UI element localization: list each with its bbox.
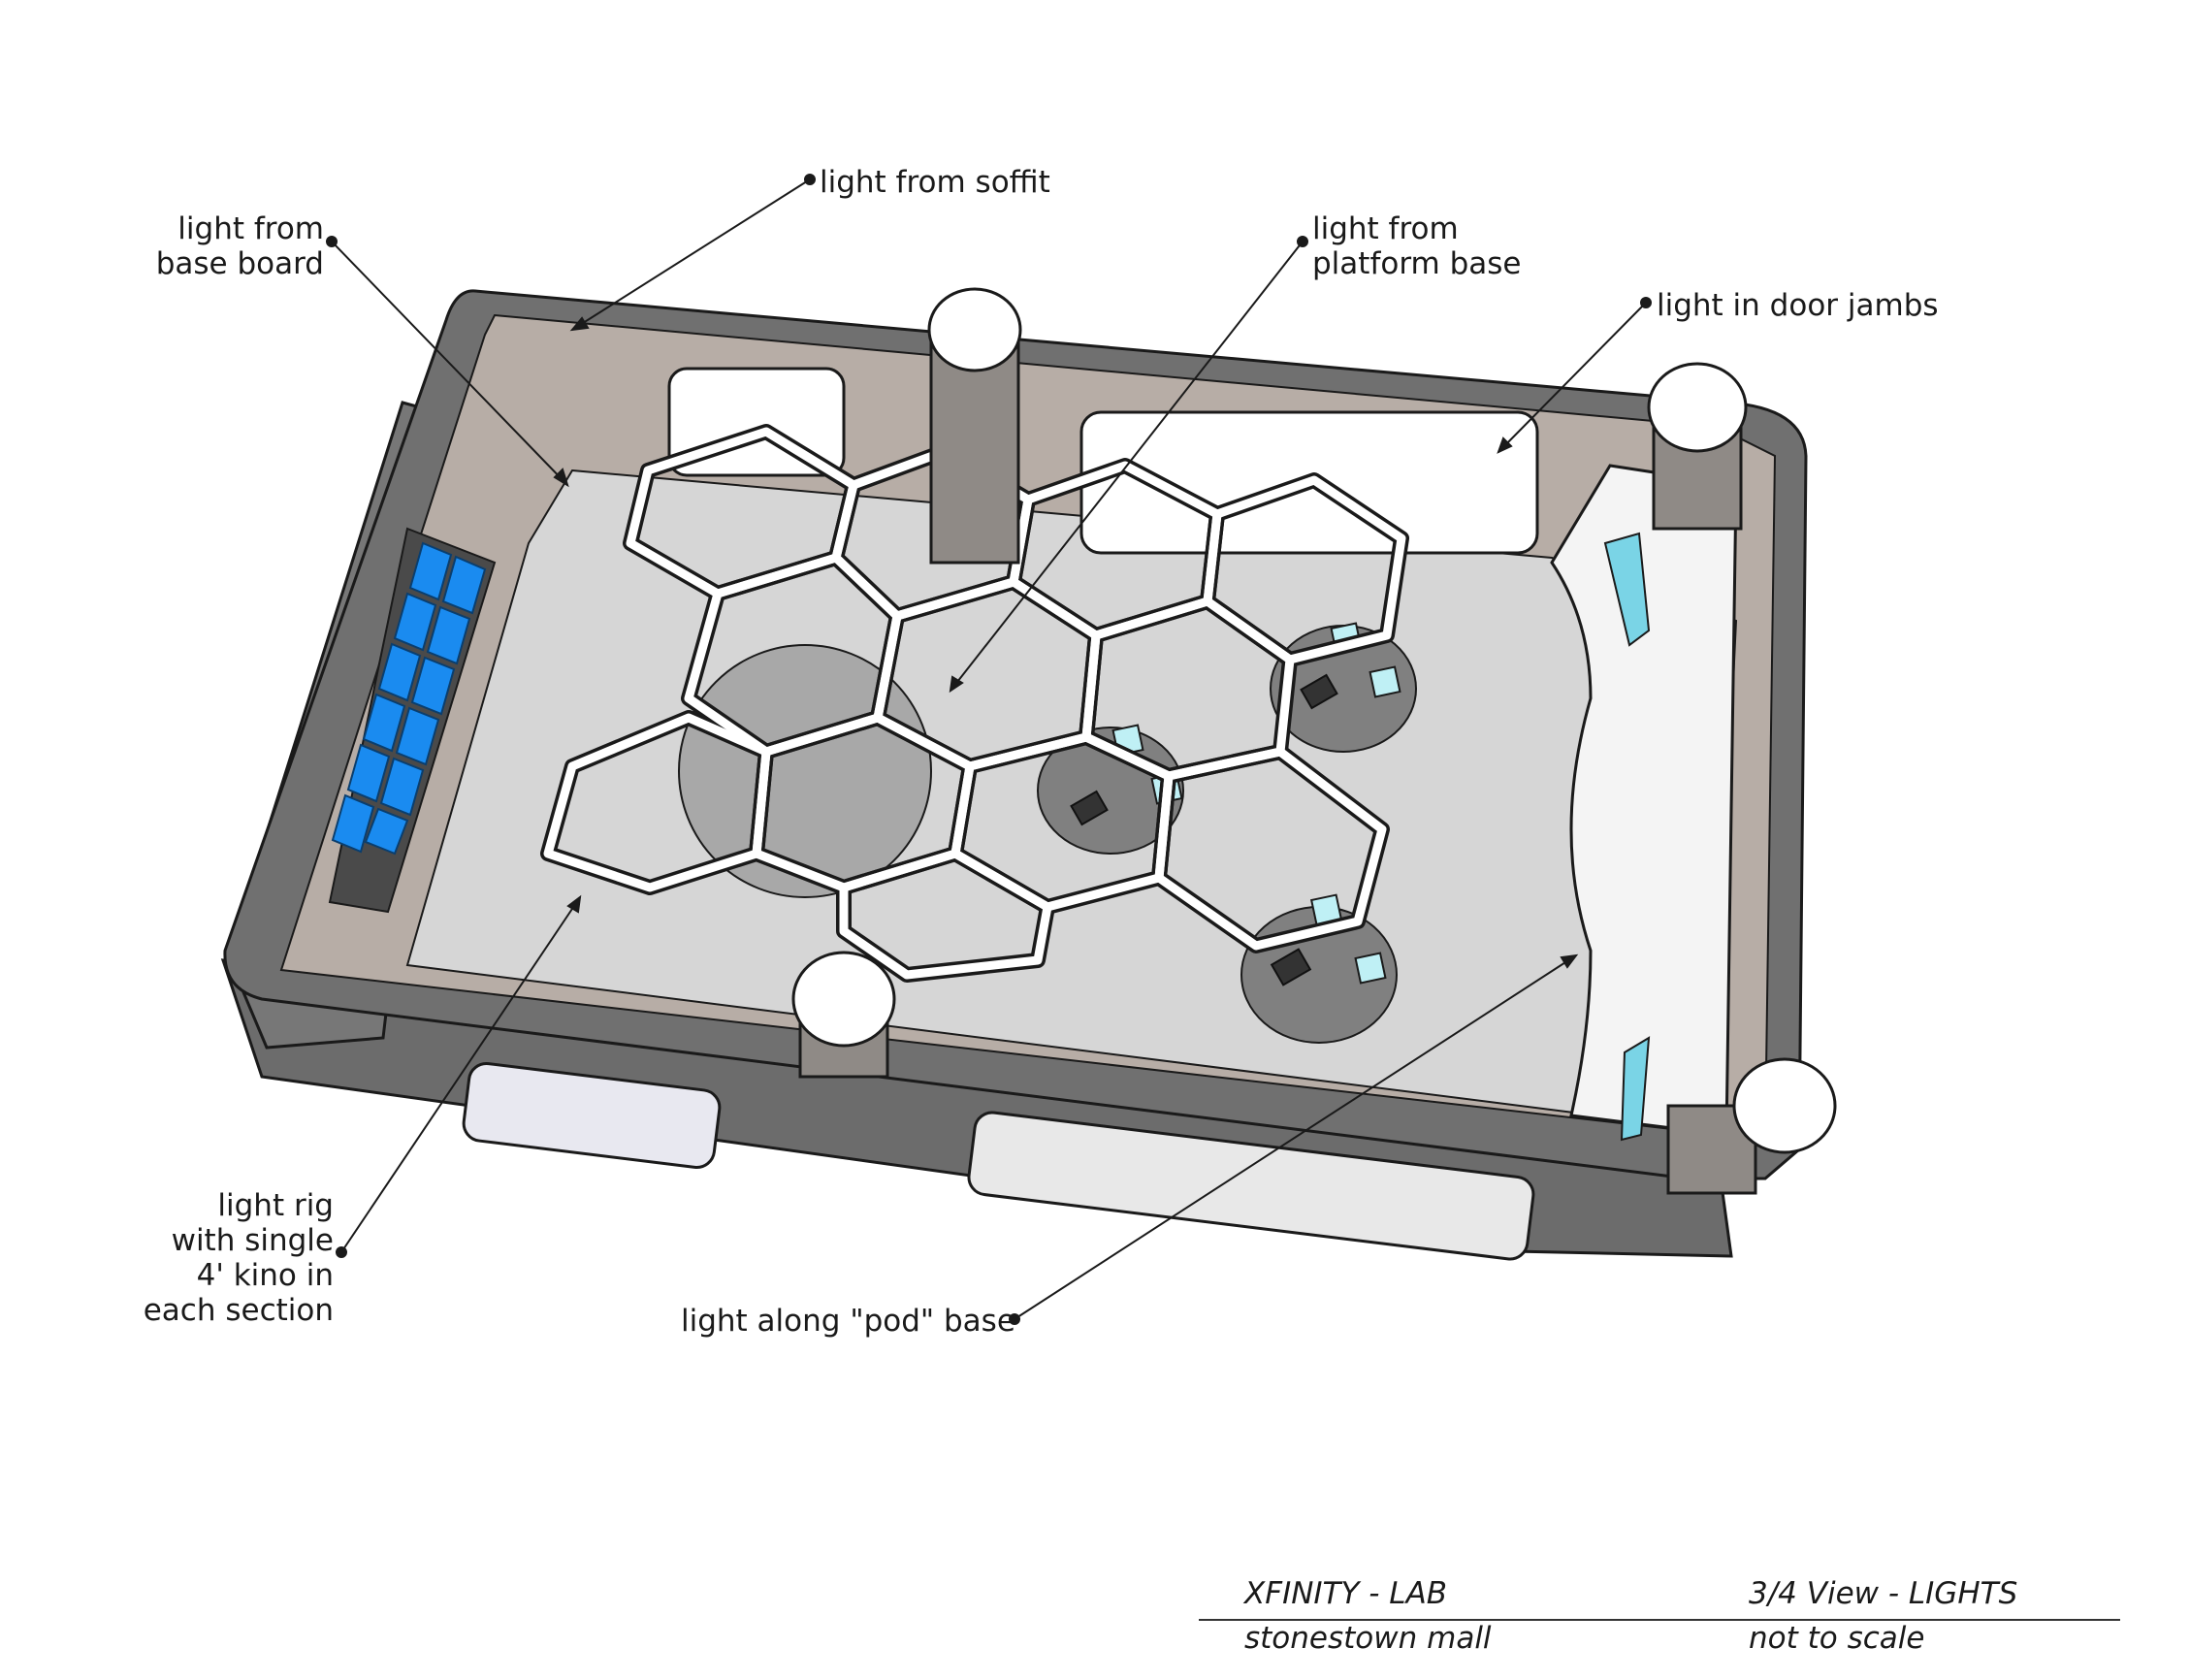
callout-light-rig-line-1: light rig [217, 1188, 334, 1223]
laptops [1070, 673, 1338, 986]
callout-pod-base: light along "pod" base [681, 1304, 1015, 1339]
column-back-left [927, 287, 1022, 565]
callout-base-board-line-2: base board [155, 246, 324, 281]
leader-lines [326, 174, 1652, 1325]
callout-door-jambs: light in door jambs [1657, 288, 1939, 323]
title-block-scale: not to scale [1749, 1621, 1925, 1656]
kiosk-screen-top [1603, 532, 1651, 647]
title-block-location: stonestown mall [1244, 1621, 1492, 1656]
light-rig [540, 424, 1409, 983]
title-block-rule [1199, 1619, 2120, 1621]
front-window-left [462, 1062, 722, 1169]
callout-light-rig: light rig with single 4' kino in each se… [97, 1188, 334, 1328]
kiosk-screen-bottom [1620, 1036, 1651, 1142]
front-window-right [967, 1111, 1535, 1261]
callout-light-rig-line-4: each section [143, 1293, 334, 1328]
columns [791, 287, 1837, 1195]
title-block-view: 3/4 View - LIGHTS [1749, 1576, 2018, 1611]
callout-platform-base: light from platform base [1312, 211, 1521, 281]
callout-soffit: light from soffit [820, 165, 1050, 200]
platform [678, 644, 932, 898]
column-front-left [791, 951, 896, 1079]
callout-light-rig-line-2: with single [171, 1223, 334, 1258]
column-front-right [1666, 1057, 1837, 1195]
callout-platform-base-line-2: platform base [1312, 246, 1522, 281]
kiosk-wall [1550, 464, 1738, 1137]
callout-base-board: light from base board [116, 211, 324, 281]
callout-base-board-line-1: light from [177, 211, 324, 246]
callout-light-rig-line-3: 4' kino in [196, 1258, 334, 1293]
title-block-project: XFINITY - LAB [1244, 1576, 1448, 1611]
callout-platform-base-line-1: light from [1312, 211, 1459, 246]
column-back-right [1647, 362, 1748, 531]
video-wall-screens [331, 541, 487, 856]
